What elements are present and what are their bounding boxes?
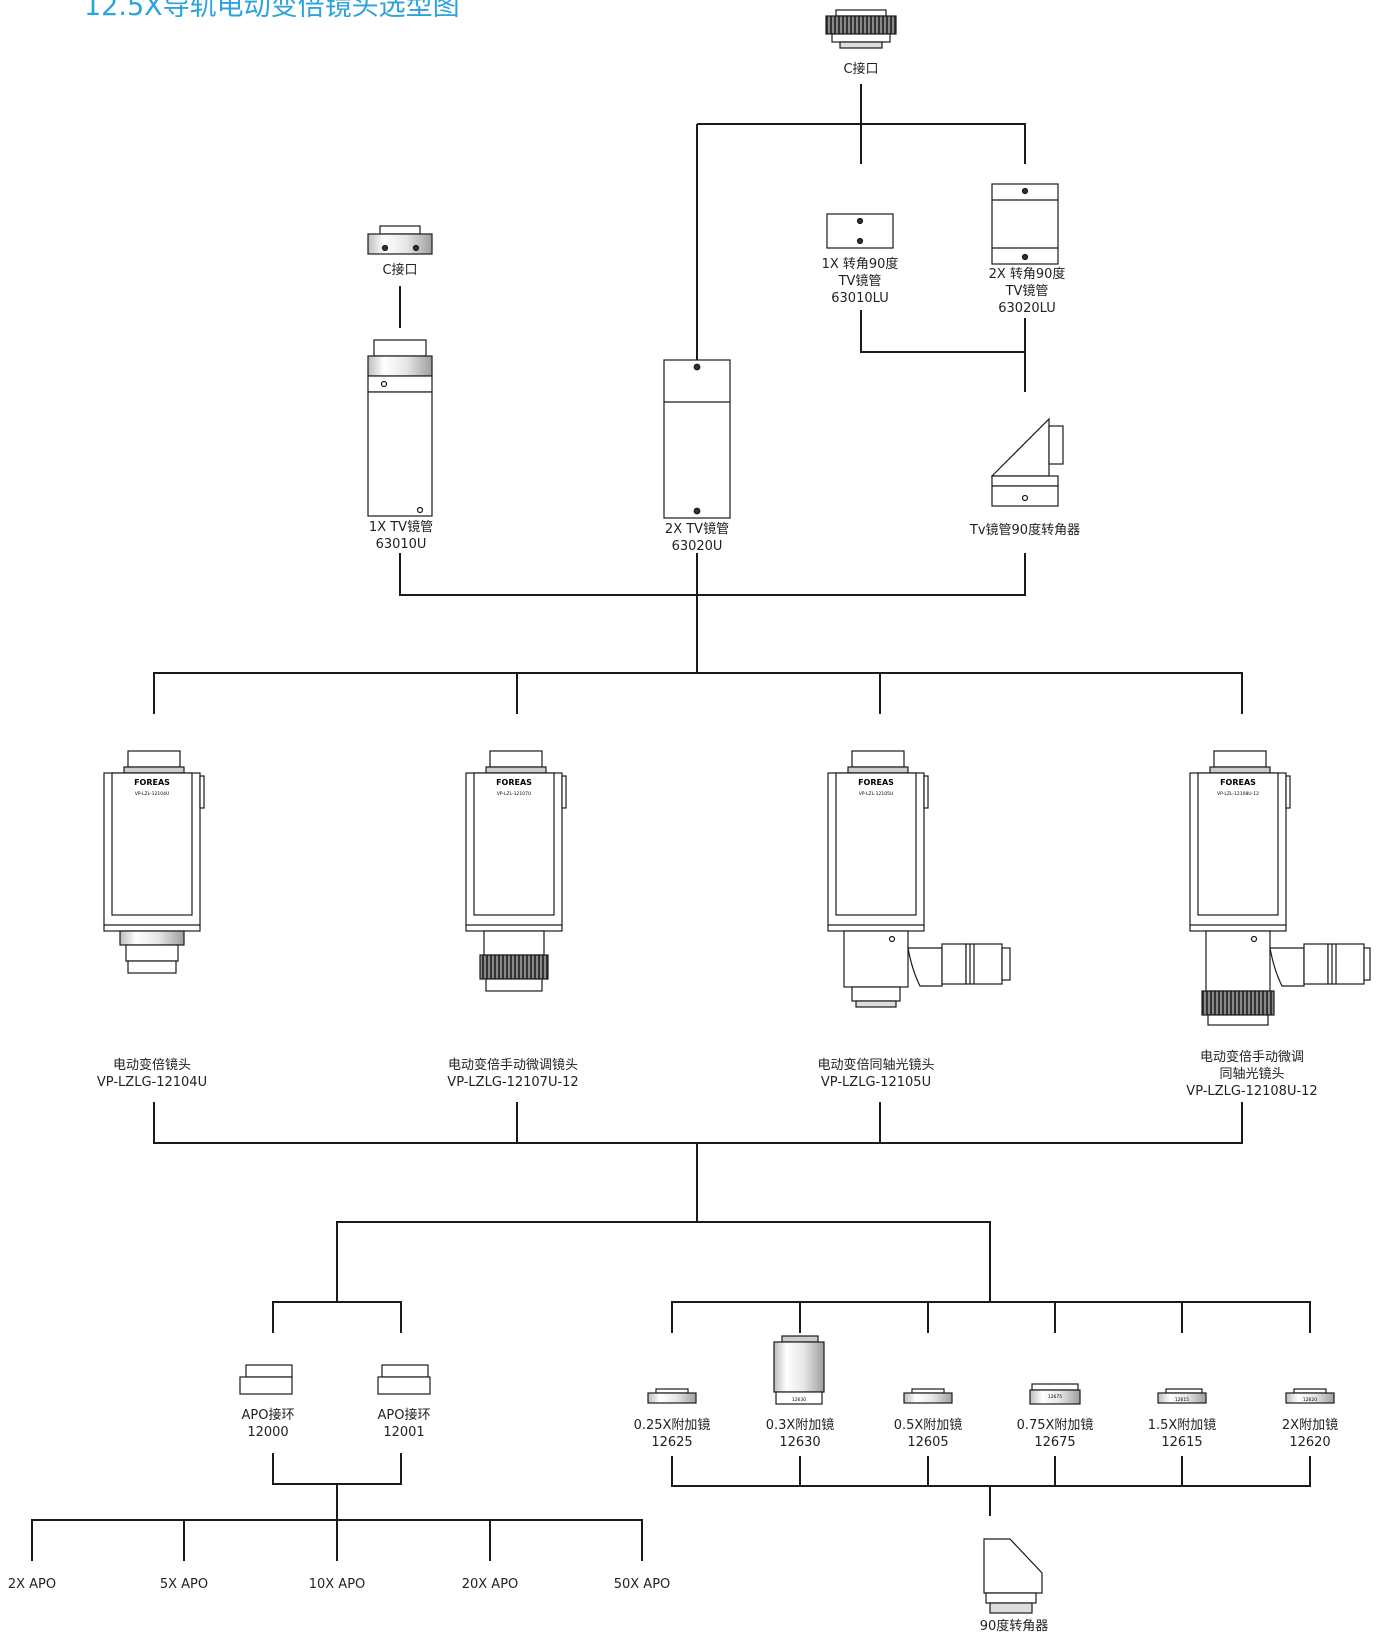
lens-brand-mark: FOREAS <box>496 778 532 787</box>
label-apo-objective: 2X APO <box>7 1577 57 1592</box>
lens-model-mark: VP-LZL-12104U <box>135 791 170 797</box>
aux-lens-12605-icon <box>903 1388 953 1404</box>
tv-tube-rotator-icon <box>990 417 1064 507</box>
page-title: 12.5X导轨电动变倍镜头选型图 <box>84 0 460 22</box>
aux-lens-mark: 12615 <box>1175 1397 1189 1403</box>
label-apo-objective: 10X APO <box>308 1577 366 1592</box>
lens-12105u-icon <box>827 750 1011 1008</box>
apo-ring-12001-icon <box>377 1364 431 1395</box>
tv-tube-1x-icon <box>367 339 433 517</box>
tv-tube-2x-angle-icon <box>991 183 1059 265</box>
aux-lens-12625-icon <box>647 1388 697 1404</box>
lens-12108u-12-icon <box>1189 750 1371 1026</box>
connector-lines <box>31 84 1311 1561</box>
apo-ring-12000-icon <box>239 1364 293 1395</box>
label-c-mount-top: C接口 <box>843 62 879 77</box>
lens-model-mark: VP-LZL-12105U <box>859 791 894 797</box>
aux-lens-12615-icon <box>1157 1388 1207 1404</box>
aux-lens-12620-icon <box>1285 1388 1335 1404</box>
tv-tube-1x-angle-icon <box>826 213 894 249</box>
label-apo-objective: 5X APO <box>159 1577 209 1592</box>
lens-brand-mark: FOREAS <box>134 778 170 787</box>
aux-lens-12675-icon <box>1029 1383 1081 1405</box>
label-apo-objective: 20X APO <box>461 1577 519 1592</box>
label-c-mount-left: C接口 <box>382 263 418 278</box>
c-mount-left-icon <box>367 225 433 255</box>
lens-12107u-12-icon <box>465 750 567 992</box>
aux-lens-12630-icon <box>773 1335 825 1405</box>
c-mount-top-icon <box>825 9 897 49</box>
aux-lens-mark: 12630 <box>792 1397 806 1403</box>
tv-tube-2x-icon <box>663 359 731 519</box>
label-apo-objective: 50X APO <box>613 1577 671 1592</box>
lens-model-mark: VP-LZL-12108U-12 <box>1217 791 1259 797</box>
lens-brand-mark: FOREAS <box>858 778 894 787</box>
lens-12104u-icon <box>103 750 205 974</box>
aux-lens-mark: 12675 <box>1048 1394 1062 1400</box>
lens-model-mark: VP-LZL-12107U <box>497 791 532 797</box>
lens-brand-mark: FOREAS <box>1220 778 1256 787</box>
rotator-90-icon <box>983 1538 1043 1614</box>
label-tv-rotator: Tv镜管90度转角器 <box>969 523 1081 538</box>
label-rotator-90: 90度转角器 <box>979 1619 1049 1634</box>
aux-lens-mark: 12620 <box>1303 1397 1317 1403</box>
